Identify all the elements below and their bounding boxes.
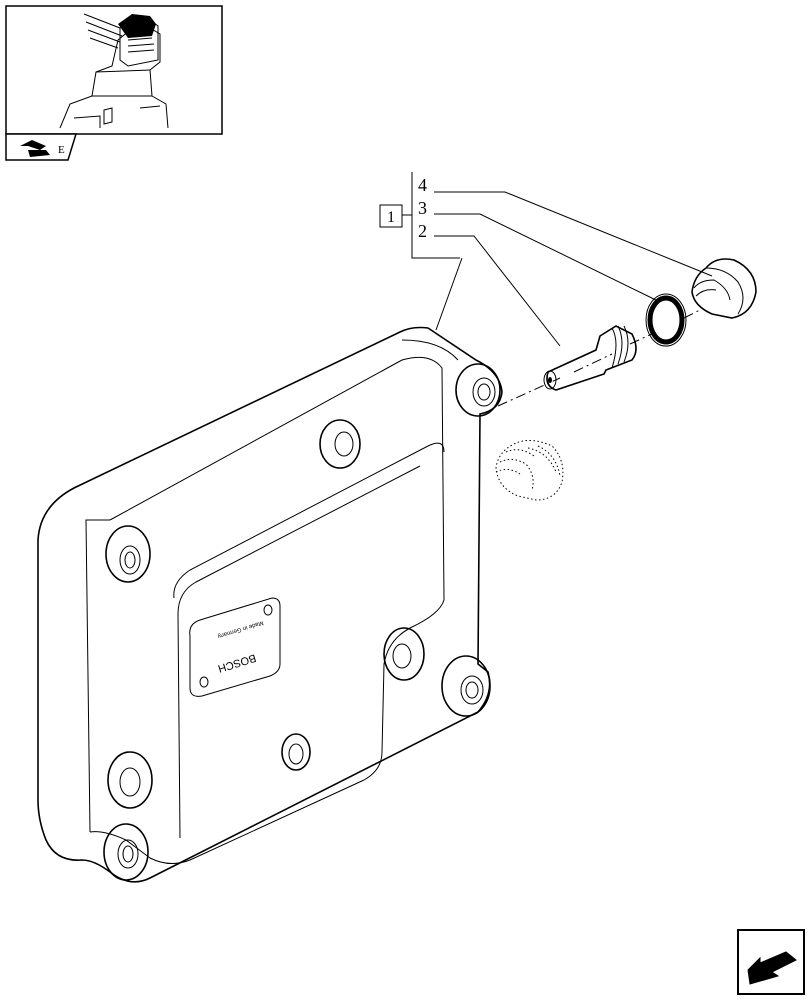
thumbnail-badge-letter: E xyxy=(58,144,65,156)
callout-labels: 4 3 2 xyxy=(418,175,427,241)
group-reference-number: 1 xyxy=(387,209,395,226)
mounting-hole-bottom-left xyxy=(103,823,149,881)
mounting-hole-top-right xyxy=(455,363,501,417)
callout-label-2: 2 xyxy=(418,221,427,241)
part-location-icon xyxy=(20,140,50,157)
mounting-hole-upper-mid xyxy=(319,419,361,469)
part-2-nozzle-fitting xyxy=(543,325,637,391)
valve-body-plate: BOSCH Made in Germany xyxy=(37,326,503,883)
thumbnail-panel[interactable]: E xyxy=(5,5,223,161)
leader-lines xyxy=(434,191,713,347)
mounting-hole-center-right xyxy=(383,627,425,681)
part-3-o-ring xyxy=(645,293,687,347)
mounting-hole-bottom-right xyxy=(441,655,491,717)
nameplate: BOSCH Made in Germany xyxy=(189,597,281,697)
next-page-arrow-icon[interactable] xyxy=(737,929,805,995)
mounting-hole-lower-left xyxy=(107,751,153,809)
callout-label-4: 4 xyxy=(418,175,427,195)
leader-line-4 xyxy=(434,191,713,277)
part-4-plug-cap xyxy=(691,258,757,319)
callout-bracket: 1 xyxy=(379,172,460,259)
callout-label-3: 3 xyxy=(418,198,427,218)
thumbnail-assembly-sketch xyxy=(59,13,169,129)
leader-line-2 xyxy=(434,235,561,347)
brand-stamp: BOSCH xyxy=(216,651,257,674)
origin-stamp: Made in Germany xyxy=(217,619,264,639)
phantom-installed-fitting xyxy=(495,440,564,501)
port-hole-bottom xyxy=(281,733,311,771)
leader-line-3 xyxy=(434,213,661,303)
mounting-hole-upper-left xyxy=(105,525,151,583)
leader-line-1 xyxy=(435,257,463,331)
assembly-axis-line xyxy=(497,309,701,407)
